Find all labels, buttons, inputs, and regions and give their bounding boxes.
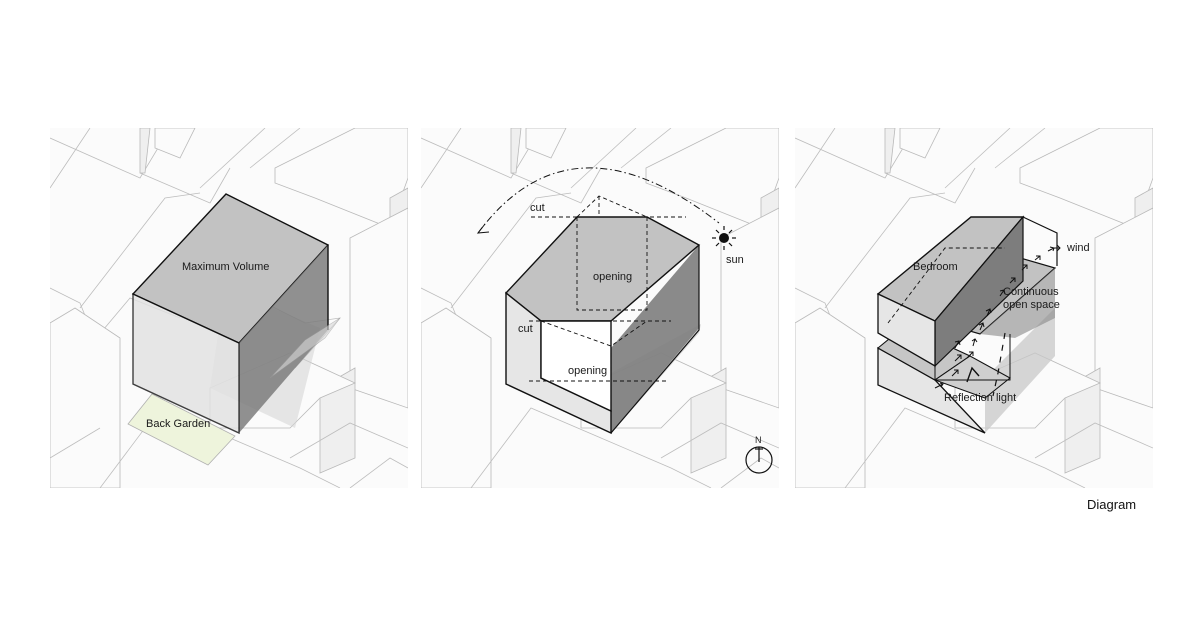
label-bedroom: Bedroom <box>913 261 958 273</box>
label-sun: sun <box>726 254 744 266</box>
label-north: N <box>755 435 762 445</box>
label-open-space-line1: Continuous <box>1003 286 1059 298</box>
volume-front-face <box>132 292 240 435</box>
diagram-caption: Diagram <box>1087 497 1137 512</box>
label-open-space-line2: open space <box>1003 299 1060 311</box>
label-opening-top: opening <box>593 271 633 283</box>
panel-cut-and-opening: cut opening cut opening sun N <box>421 128 779 488</box>
label-cut-front: cut <box>518 323 533 335</box>
wind-arrows <box>934 244 1061 389</box>
panel-spatial-program: Bedroom wind Continuous open space Refle… <box>795 128 1153 488</box>
sun-icon <box>712 226 736 250</box>
label-back-garden: Back Garden <box>146 418 211 430</box>
volume-side-face <box>239 245 328 433</box>
isometric-cut-drawing <box>421 128 779 488</box>
label-wind: wind <box>1067 242 1090 254</box>
isometric-context-drawing <box>50 128 408 488</box>
north-arrow-icon <box>745 446 773 474</box>
label-reflection-light: Reflection light <box>944 392 1017 404</box>
isometric-program-drawing <box>795 128 1153 488</box>
label-maximum-volume: Maximum Volume <box>182 261 270 273</box>
label-cut-top: cut <box>530 202 545 214</box>
label-opening-front: opening <box>568 365 608 377</box>
reflection-arrow-icon <box>966 366 980 383</box>
panel-maximum-volume: Maximum Volume Back Garden <box>50 128 408 488</box>
